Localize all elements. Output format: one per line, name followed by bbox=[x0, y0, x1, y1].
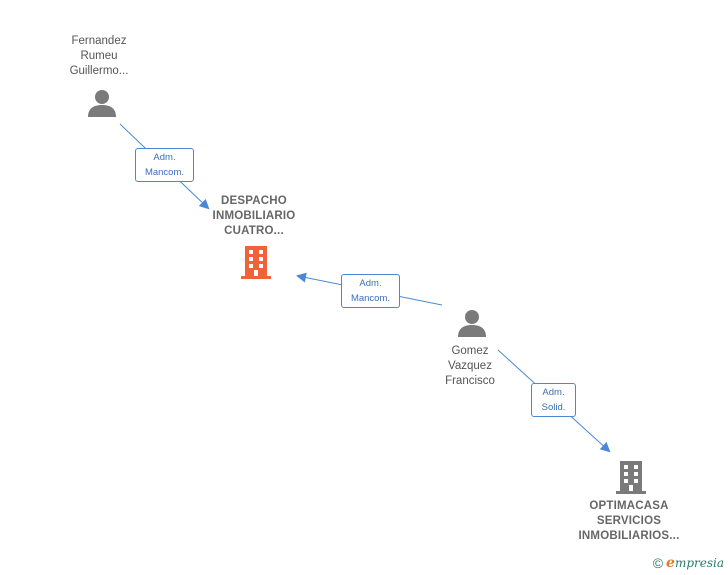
edge-label-gomez-optimacasa[interactable]: Adm. Solid. bbox=[531, 383, 576, 417]
edge-label-fernandez-despacho[interactable]: Adm. Mancom. bbox=[135, 148, 194, 182]
node-label-line: Guillermo... bbox=[69, 65, 129, 77]
node-label-line: Fernandez bbox=[71, 35, 127, 47]
node-label-line: Gomez bbox=[451, 345, 489, 357]
edge-label-line: Mancom. bbox=[350, 293, 391, 304]
node-label-despacho[interactable]: DESPACHO INMOBILIARIO CUATRO... bbox=[184, 194, 324, 239]
copyright-symbol: © bbox=[652, 555, 664, 571]
edge-label-line: Adm. bbox=[359, 278, 382, 289]
node-label-line: DESPACHO bbox=[221, 195, 287, 207]
node-label-fernandez[interactable]: Fernandez Rumeu Guillermo... bbox=[29, 34, 169, 79]
node-label-line: OPTIMACASA bbox=[589, 500, 669, 512]
edge-label-line: Mancom. bbox=[144, 167, 185, 178]
node-label-line: Francisco bbox=[445, 375, 495, 387]
brand-name: mpresia bbox=[674, 556, 724, 570]
node-label-line: CUATRO... bbox=[224, 225, 284, 237]
edge-label-line: Adm. bbox=[542, 387, 565, 398]
edge-label-line: Solid. bbox=[541, 402, 566, 413]
brand-initial: e bbox=[666, 555, 675, 571]
node-label-optimacasa[interactable]: OPTIMACASA SERVICIOS INMOBILIARIOS... bbox=[559, 499, 699, 544]
node-label-line: Rumeu bbox=[80, 50, 118, 62]
node-label-line: INMOBILIARIO bbox=[212, 210, 296, 222]
edge-label-line: Adm. bbox=[153, 152, 176, 163]
person-icon[interactable] bbox=[457, 308, 487, 338]
building-icon[interactable] bbox=[615, 459, 647, 495]
person-icon[interactable] bbox=[87, 88, 117, 118]
brand-logo[interactable]: © empresia bbox=[653, 555, 724, 571]
edge-label-gomez-despacho[interactable]: Adm. Mancom. bbox=[341, 274, 400, 308]
node-label-line: SERVICIOS bbox=[596, 515, 662, 527]
node-label-line: INMOBILIARIOS... bbox=[578, 530, 680, 542]
node-label-line: Vazquez bbox=[448, 360, 492, 372]
node-label-gomez[interactable]: Gomez Vazquez Francisco bbox=[400, 344, 540, 389]
building-icon[interactable] bbox=[240, 244, 272, 280]
